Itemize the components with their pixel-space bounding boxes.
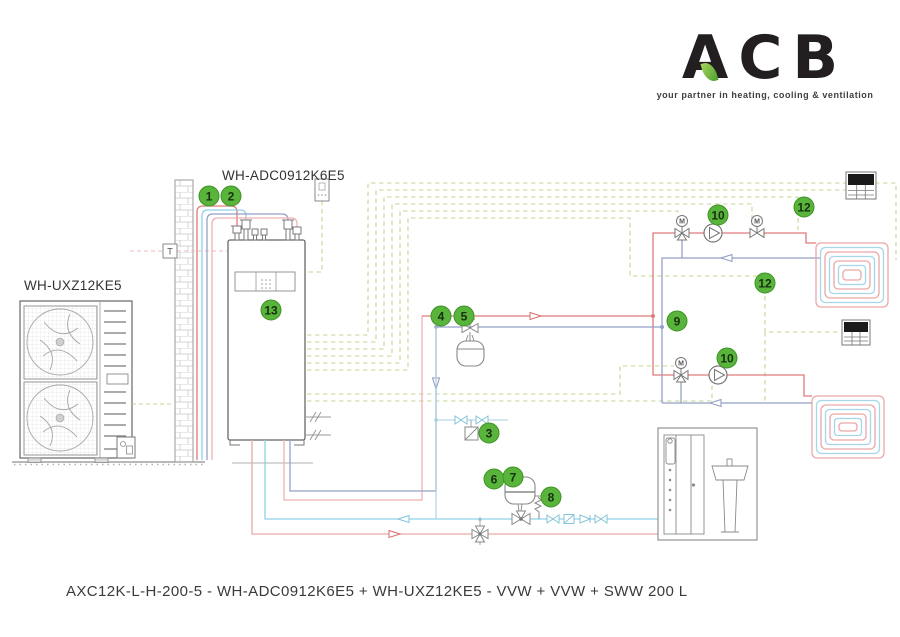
heating-return-pipes	[289, 233, 820, 492]
acb-logo: ACB your partner in heating, cooling & v…	[650, 26, 880, 100]
cone-valve-icon	[579, 514, 592, 524]
outdoor-temp-sensor: T	[130, 243, 227, 259]
badge-5: 5	[453, 305, 475, 327]
hot-arrow-right	[388, 529, 402, 539]
tank-top-fittings	[231, 219, 302, 241]
bathroom	[657, 427, 758, 541]
tank-control-panel	[234, 271, 296, 292]
motorized-valve-icon	[674, 215, 690, 241]
sensor-label: T	[167, 247, 173, 257]
hot-water-pipe	[251, 440, 658, 539]
badge-2: 2	[220, 185, 242, 207]
badge-7: 7	[502, 466, 524, 488]
check-valve-row	[546, 514, 608, 524]
shower-cabin	[663, 434, 705, 535]
return-arrow-top	[719, 253, 733, 263]
sink	[711, 458, 749, 533]
indoor-unit-label: WH-ADC0912K6E5	[222, 168, 345, 183]
badge-1: 1	[198, 185, 220, 207]
indoor-unit	[227, 219, 331, 464]
badge-3: 3	[478, 422, 500, 444]
badge-6: 6	[483, 468, 505, 490]
cold-water-pipe	[264, 440, 658, 524]
refrigerant-pipes	[196, 205, 298, 460]
floor-heating-coil-2	[811, 395, 885, 459]
floor-heating-coil-1	[815, 242, 889, 308]
logo-wordmark: ACB	[681, 23, 849, 93]
side-vent-slats	[104, 310, 126, 450]
outdoor-unit	[19, 300, 136, 463]
badge-12: 12	[754, 272, 776, 294]
connection-box	[116, 436, 136, 459]
configuration-caption: AXC12K-L-H-200-5 - WH-ADC0912K6E5 + WH-U…	[66, 583, 688, 600]
circulation-valve	[471, 519, 489, 545]
outdoor-unit-label: WH-UXZ12KE5	[24, 278, 122, 293]
flap-valve-icon	[563, 514, 575, 524]
fill-assembly	[434, 327, 508, 519]
tank-feet	[229, 440, 305, 446]
badge-10: 10	[707, 204, 729, 226]
thermostat-1	[845, 171, 877, 200]
power-connections	[306, 411, 331, 441]
badge-12: 12	[793, 196, 815, 218]
brick-wall	[174, 179, 194, 463]
thermostatic-mixing-valve	[511, 510, 531, 526]
fan-grille-bottom	[23, 381, 98, 456]
fan-grille-top	[23, 305, 98, 380]
expansion-vessel-heating	[456, 334, 485, 367]
logo-tagline: your partner in heating, cooling & venti…	[656, 90, 874, 100]
badge-4: 4	[430, 305, 452, 327]
pump-icon	[708, 365, 728, 385]
unit-control-box	[106, 373, 129, 385]
badge-13: 13	[260, 299, 282, 321]
unit-foot-left	[27, 457, 42, 463]
badge-10: 10	[716, 347, 738, 369]
thermostat-2	[841, 319, 871, 346]
remote-controller	[314, 178, 330, 202]
return-arrow-bottom	[708, 398, 722, 408]
badge-9: 9	[666, 310, 688, 332]
pump-icon	[703, 223, 723, 243]
badge-8: 8	[540, 486, 562, 508]
motorized-valve-icon	[673, 357, 689, 383]
unit-foot-right	[94, 457, 109, 463]
motorized-valve-icon	[749, 215, 765, 238]
ground-line	[12, 461, 205, 466]
flow-arrow-right	[529, 311, 543, 321]
cold-arrow-left	[396, 514, 410, 524]
